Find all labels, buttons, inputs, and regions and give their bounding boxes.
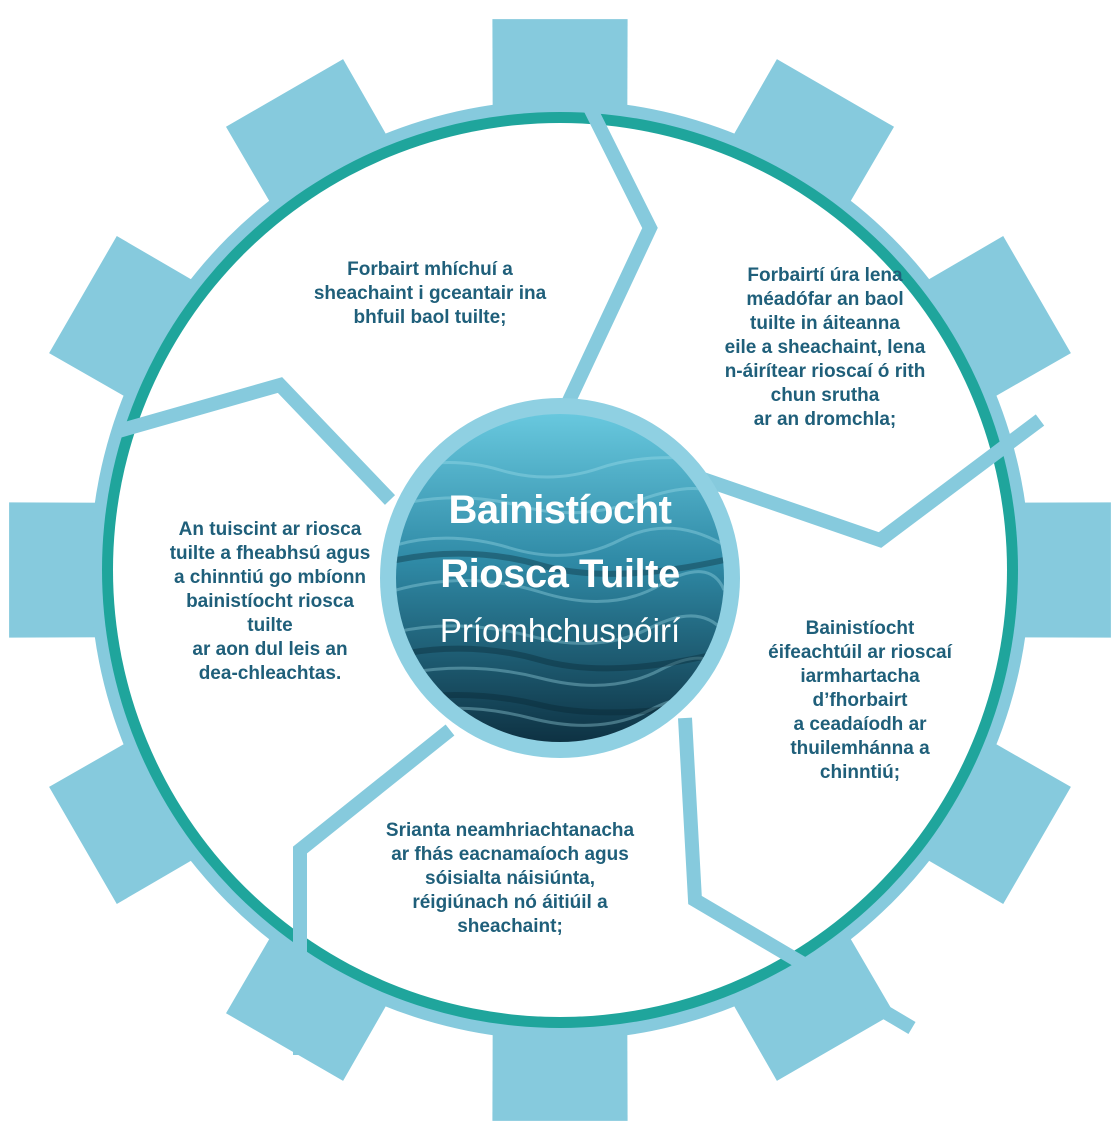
center-title-line2: Riosca Tuilte: [440, 552, 680, 596]
divider-right: [697, 414, 1045, 548]
gear-tooth: [726, 59, 894, 214]
divider-bottom-left: [293, 724, 455, 1055]
segment-top-right-text: Forbairtí úra lena méadófar an baol tuil…: [724, 265, 926, 430]
divider-top-right: [553, 94, 658, 423]
gear-tooth: [492, 1020, 628, 1121]
divider-left: [113, 377, 396, 505]
water-image: [396, 414, 724, 742]
gear-teeth: [9, 19, 1111, 1121]
center-subtitle: Príomhchuspóirí: [439, 612, 681, 649]
gear-tooth: [226, 926, 394, 1081]
gear-tooth: [1010, 502, 1111, 638]
divider-bottom-right: [678, 717, 916, 1035]
gear-tooth: [9, 502, 111, 638]
segment-top-text: Forbairt mhíchuí a sheachaint i gceantai…: [313, 259, 547, 328]
gear-tooth: [916, 736, 1071, 904]
gear-tooth: [226, 59, 394, 214]
gear-tooth: [49, 736, 204, 904]
center-title-line1: Bainistíocht: [448, 488, 672, 532]
segment-bottom-text: Srianta neamhriachtanacha ar fhás eacnam…: [385, 820, 635, 937]
gear-tooth: [916, 236, 1071, 404]
gear-tooth: [49, 236, 204, 404]
segment-right-text: Bainistíocht éifeachtúil ar rioscaí iarm…: [768, 618, 952, 783]
segment-dividers: [113, 94, 1045, 1055]
gear-tooth: [726, 926, 894, 1081]
segment-left-text: An tuiscint ar riosca tuilte a fheabhsú …: [169, 519, 371, 684]
gear-tooth: [492, 19, 628, 121]
